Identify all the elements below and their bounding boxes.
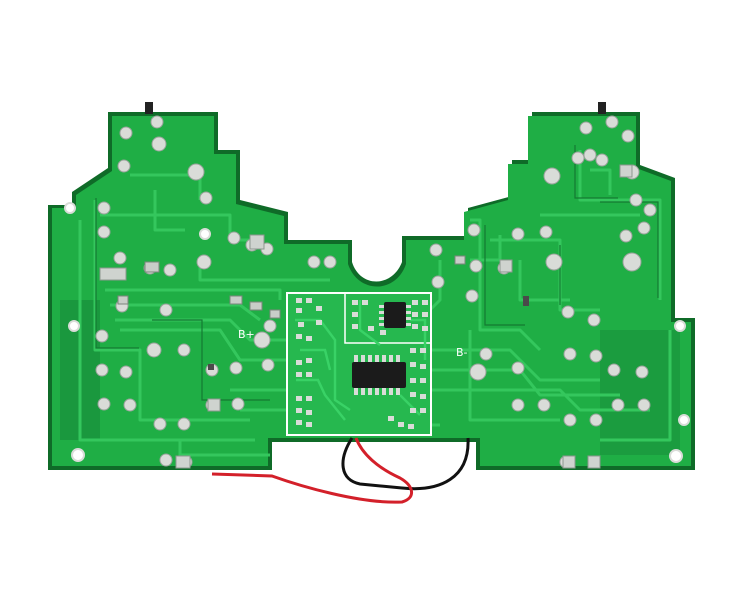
capacitor xyxy=(117,255,466,319)
mounting-hole xyxy=(64,202,690,463)
ic-chip-large xyxy=(352,355,406,395)
solder-pad xyxy=(95,115,657,469)
silkscreen-label-b-minus: B- xyxy=(456,346,468,359)
pcb-board xyxy=(52,116,691,466)
wire-red xyxy=(211,437,413,504)
silkscreen-label-b-plus: B+ xyxy=(238,328,255,341)
square-pad xyxy=(99,164,633,469)
inset-traces xyxy=(295,300,427,421)
pcb-ground-plane xyxy=(600,330,680,455)
smd-component xyxy=(208,296,529,370)
tact-switch xyxy=(145,102,606,114)
ic-chip-small xyxy=(379,302,411,328)
wire-black xyxy=(341,437,470,491)
highlight-frame-inner xyxy=(344,292,432,344)
inset-smd-pad xyxy=(296,298,428,429)
